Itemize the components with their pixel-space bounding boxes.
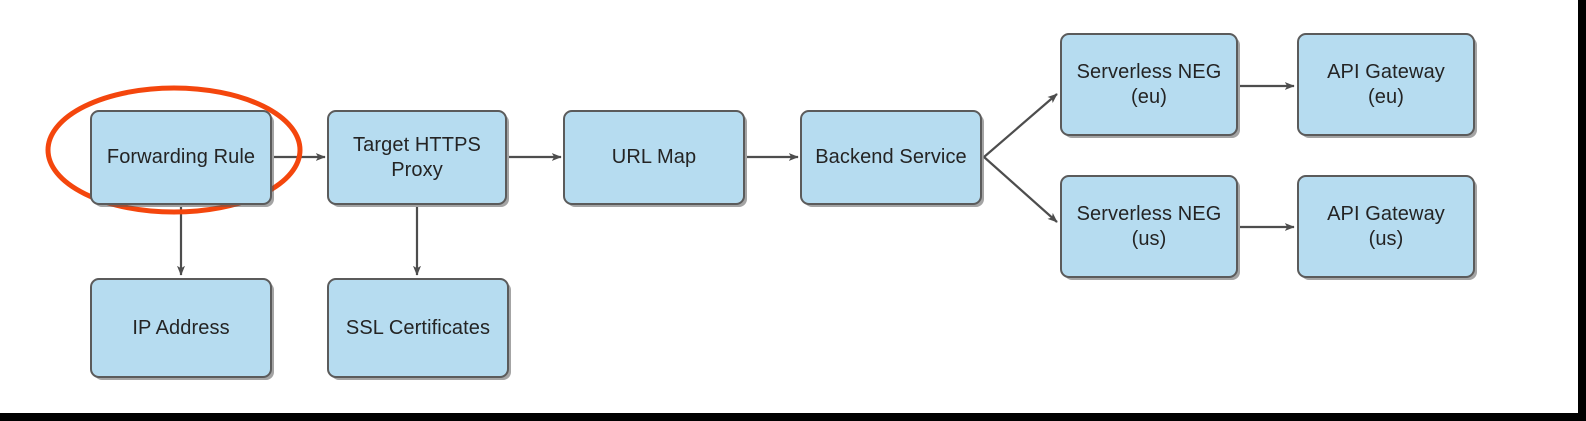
node-api-gateway-eu[interactable]: API Gateway (eu) [1297,33,1475,136]
node-label-target-https-proxy: Target HTTPS Proxy [353,134,481,181]
diagram-surface: Forwarding Rule Target HTTPS Proxy URL M… [45,33,1475,378]
node-label-url-map: URL Map [611,146,697,169]
node-ip-address[interactable]: IP Address [90,278,272,378]
node-label-ssl-certificates: SSL Certificates [345,316,491,339]
node-serverless-neg-us[interactable]: Serverless NEG (us) [1060,175,1238,278]
node-api-gateway-us[interactable]: API Gateway (us) [1297,175,1475,278]
node-serverless-neg-eu[interactable]: Serverless NEG (eu) [1060,33,1238,136]
node-label-ip-address: IP Address [132,316,230,339]
node-label-backend-service: Backend Service [815,146,967,169]
frame-border-right [1578,0,1586,421]
node-url-map[interactable]: URL Map [563,110,745,205]
node-ssl-certificates[interactable]: SSL Certificates [327,278,509,378]
node-label-api-gateway-us: API Gateway (us) [1327,203,1445,250]
node-label-serverless-neg-us: Serverless NEG (us) [1076,203,1222,250]
node-label-serverless-neg-eu: Serverless NEG (eu) [1076,61,1222,108]
frame-border-bottom [0,413,1586,421]
node-label-api-gateway-eu: API Gateway (eu) [1327,61,1445,108]
node-target-https-proxy[interactable]: Target HTTPS Proxy [327,110,507,205]
node-backend-service[interactable]: Backend Service [800,110,982,205]
edge-backend-service-to-serverless-neg-us [983,156,1058,223]
node-label-forwarding-rule: Forwarding Rule [106,146,256,169]
node-forwarding-rule[interactable]: Forwarding Rule [90,110,272,205]
edge-backend-service-to-serverless-neg-eu [983,93,1058,158]
